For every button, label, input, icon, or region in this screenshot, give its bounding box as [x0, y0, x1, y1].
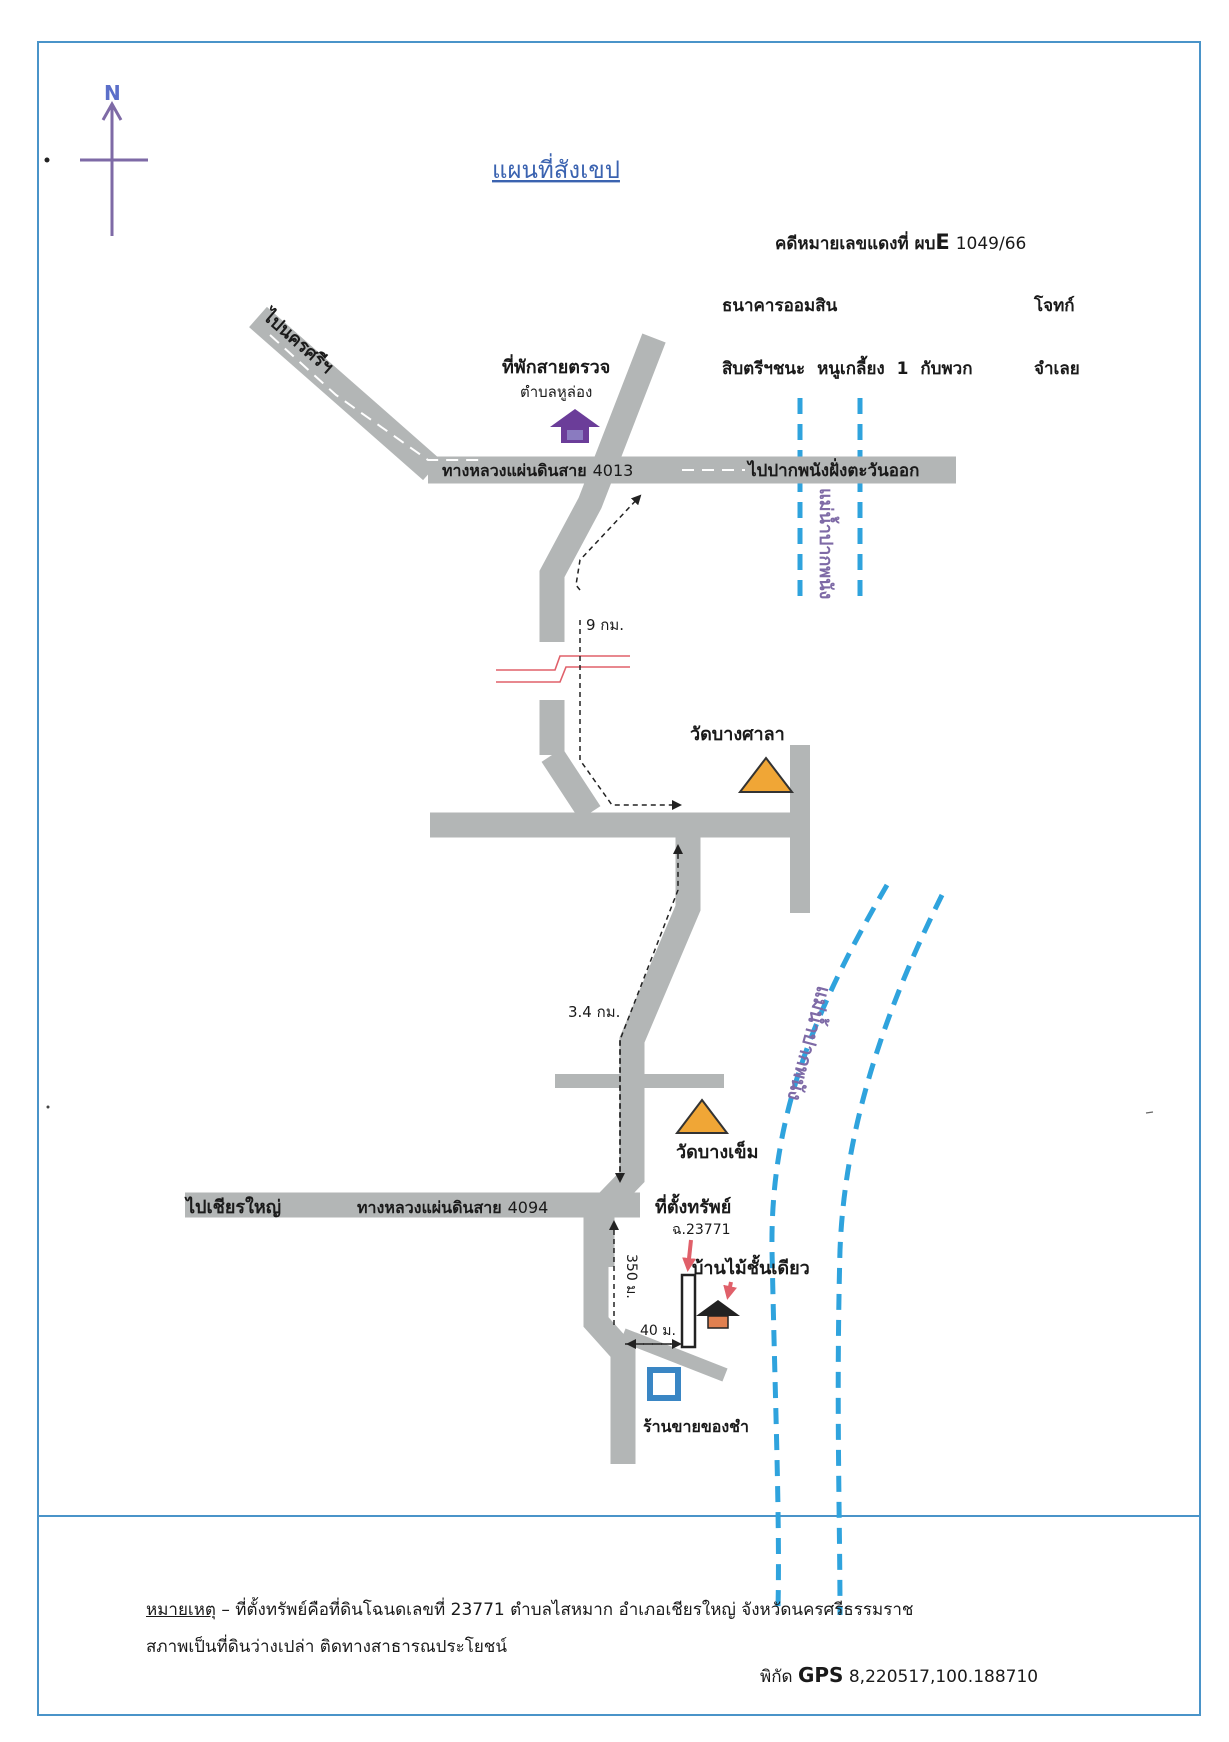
label-highway-4013: ทางหลวงแผ่นดินสาย [442, 461, 587, 480]
property-plot-marker [680, 1273, 697, 1349]
map-frame [37, 41, 1201, 1716]
defendant-name: สิบตรีฯชนะ หนูเกลี้ยง 1 กับพวก [722, 355, 973, 380]
label-highway-4094: ทางหลวงแผ่นดินสาย [357, 1198, 502, 1217]
label-to-pak-phanang-east: ไปปากพนังฝั่งตะวันออก [746, 458, 919, 481]
scan-mark [46, 1105, 50, 1109]
label-distance-9km: 9 กม. [586, 616, 624, 634]
road-centerline [269, 334, 745, 471]
label-river-upper: แม่น้ำปากพนัง [815, 488, 840, 599]
grocery-icon [647, 1367, 681, 1401]
plaintiff-role: โจทก์ [1033, 295, 1075, 316]
note-heading: หมายเหตุ [146, 1600, 216, 1620]
label-to-chian-yai: ไปเชียรใหญ่ [184, 1196, 281, 1218]
gps-label: GPS [797, 1663, 844, 1687]
label-highway-4013-number: 4013 [593, 461, 634, 480]
label-police-box: ที่พักสายตรวจ [502, 354, 610, 378]
note-text-1: – ที่ตั้งทรัพย์คือที่ดินโฉนดเลขที่ 23771… [215, 1600, 914, 1620]
label-distance-40m: 40 ม. [640, 1323, 676, 1339]
case-number-letter: E [935, 230, 949, 254]
label-grocery: ร้านขายของชำ [643, 1417, 749, 1436]
label-highway-4094-number: 4094 [508, 1198, 549, 1217]
note-line-1: หมายเหตุ – ที่ตั้งทรัพย์คือที่ดินโฉนดเลข… [146, 1596, 913, 1623]
defendant-role: จำเลย [1034, 359, 1080, 379]
road-break-symbol [496, 655, 630, 683]
river-upper [797, 398, 863, 600]
scan-dot [44, 157, 50, 163]
route-arrows [575, 494, 683, 1349]
river-lower [769, 883, 945, 1616]
gps-prefix: พิกัด [760, 1667, 793, 1687]
label-wat-bang-sala: วัดบางศาลา [690, 724, 785, 745]
property-pointer-arrow [682, 1239, 697, 1272]
house-icon [696, 1300, 740, 1329]
scan-mark [1145, 1111, 1154, 1114]
case-number-value: 1049/66 [956, 234, 1027, 254]
gps-value: 8,220517,100.188710 [848, 1667, 1039, 1687]
gps-coordinates: พิกัด GPS 8,220517,100.188710 [760, 1663, 1038, 1690]
label-wooden-house: บ้านไม้ชั้นเดียว [692, 1254, 810, 1279]
label-river-lower: แม่น้ำปากพนัง [783, 984, 839, 1104]
label-police-subdistrict: ตำบลหูล่อง [520, 383, 592, 401]
compass-icon: N [80, 81, 148, 236]
plaintiff-name: ธนาคารออมสิน [722, 296, 838, 316]
label-wat-bang-khem: วัดบางเข็ม [676, 1140, 758, 1163]
label-distance-3-4km: 3.4 กม. [568, 1003, 620, 1021]
label-property-location: ที่ตั้งทรัพย์ [655, 1193, 731, 1218]
temple-icon-bang-khem [674, 1098, 730, 1134]
label-deed-number: ฉ.23771 [672, 1222, 731, 1238]
note-line-2: สภาพเป็นที่ดินว่างเปล่า ติดทางสาธารณประโ… [146, 1637, 507, 1657]
frame-divider [37, 1515, 1201, 1517]
police-box-icon [550, 409, 600, 443]
label-distance-350m: 350 ม. [623, 1254, 639, 1299]
map-title: แผนที่สังเขป [492, 153, 620, 184]
case-number-prefix: คดีหมายเลขแดงที่ ผบ [775, 231, 935, 254]
compass-north-label: N [104, 81, 121, 105]
temple-icon-bang-sala [737, 756, 795, 793]
house-pointer-arrow [723, 1281, 737, 1300]
road-network [185, 306, 956, 1464]
